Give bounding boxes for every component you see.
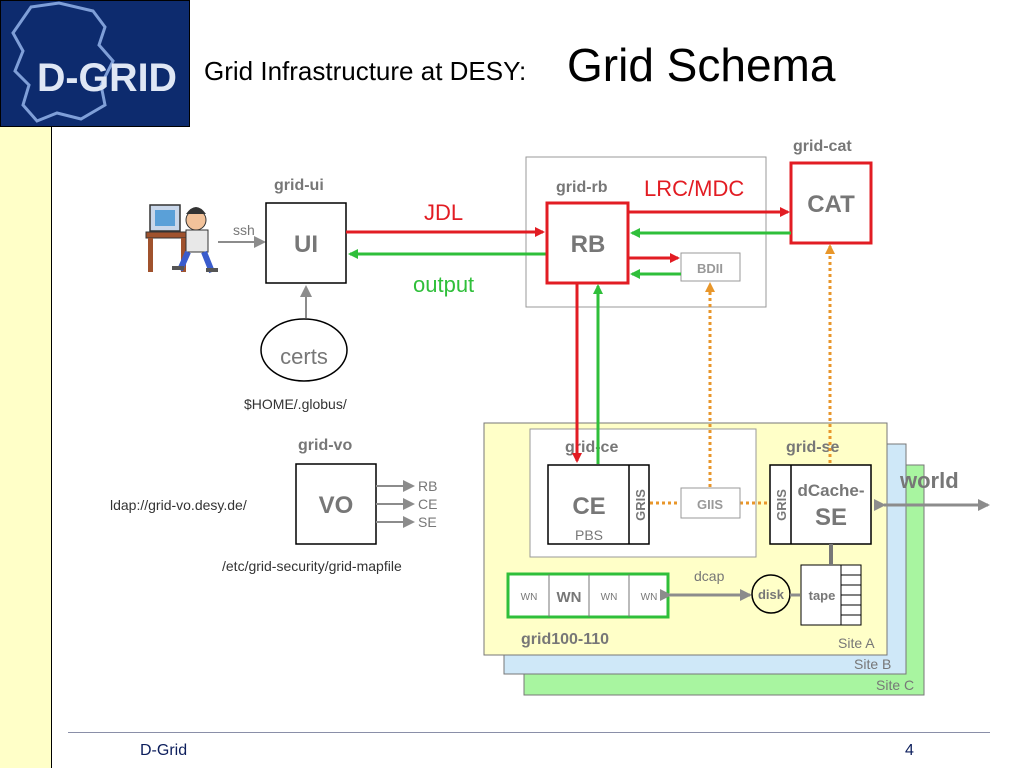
giis-box [680, 487, 741, 519]
grid-cat-label: grid-cat [793, 138, 852, 155]
ce-gris-label: GRIS [633, 489, 648, 521]
ldap-label: ldap://grid-vo.desy.de/ [110, 497, 247, 513]
logo-text: D-GRID [37, 56, 177, 100]
se-box [769, 464, 872, 545]
tape-label: tape [809, 588, 836, 603]
vo-box [295, 463, 377, 545]
rb-box [545, 201, 630, 285]
certs-ellipse [260, 318, 348, 382]
ce-label: CE [572, 493, 605, 520]
giis-label: GIIS [697, 497, 723, 512]
cat-box [789, 161, 873, 245]
ce-box [547, 464, 650, 545]
page-subtitle: Grid Infrastructure at DESY: [204, 56, 527, 86]
site-c-label: Site C [876, 677, 914, 693]
footer-brand: D-Grid [140, 742, 188, 759]
se-label: SE [815, 504, 847, 531]
bdii-label: BDII [697, 261, 723, 276]
grid100-label: grid100-110 [521, 631, 609, 648]
vo-list-ce: CE [418, 496, 437, 512]
output-label: output [413, 272, 474, 297]
left-sidebar-strip [0, 127, 52, 768]
grid-se-label: grid-se [786, 439, 839, 456]
germany-map-icon: D-GRID [11, 1, 177, 123]
footer-divider [68, 732, 990, 733]
globus-path: $HOME/.globus/ [244, 396, 347, 412]
page-number: 4 [905, 742, 914, 759]
grid-vo-label: grid-vo [298, 437, 352, 454]
pbs-label: PBS [575, 527, 603, 543]
rb-label: RB [571, 231, 606, 258]
user-at-computer-icon [145, 204, 218, 274]
vo-list-rb: RB [418, 478, 437, 494]
vo-list-se: SE [418, 514, 437, 530]
se-gris-label: GRIS [774, 489, 789, 521]
wn-box [506, 572, 670, 619]
site-a-label: Site A [838, 635, 875, 651]
certs-label: certs [280, 344, 328, 369]
page-title: Grid Schema [567, 39, 836, 91]
wn-node-1: WN [521, 592, 538, 603]
world-label: world [899, 468, 959, 493]
bdii-box [680, 252, 741, 282]
ui-box [265, 202, 347, 284]
grid-ui-label: grid-ui [274, 177, 324, 194]
disk-label: disk [758, 587, 785, 602]
cat-label: CAT [807, 191, 855, 218]
ui-label: UI [294, 231, 318, 258]
dcap-label: dcap [694, 568, 725, 584]
site-b-label: Site B [854, 656, 891, 672]
lrc-mdc-label: LRC/MDC [644, 176, 744, 201]
wn-node-2: WN [557, 589, 582, 606]
d-grid-logo: D-GRID [0, 0, 190, 127]
wn-node-4: WN [641, 592, 658, 603]
wn-node-3: WN [601, 592, 618, 603]
dcache-label: dCache- [797, 481, 864, 500]
vo-label: VO [319, 492, 354, 519]
ssh-label: ssh [233, 222, 255, 238]
jdl-label: JDL [424, 200, 463, 225]
mapfile-path: /etc/grid-security/grid-mapfile [222, 558, 402, 574]
grid-rb-label: grid-rb [556, 179, 608, 196]
grid-ce-label: grid-ce [565, 439, 618, 456]
